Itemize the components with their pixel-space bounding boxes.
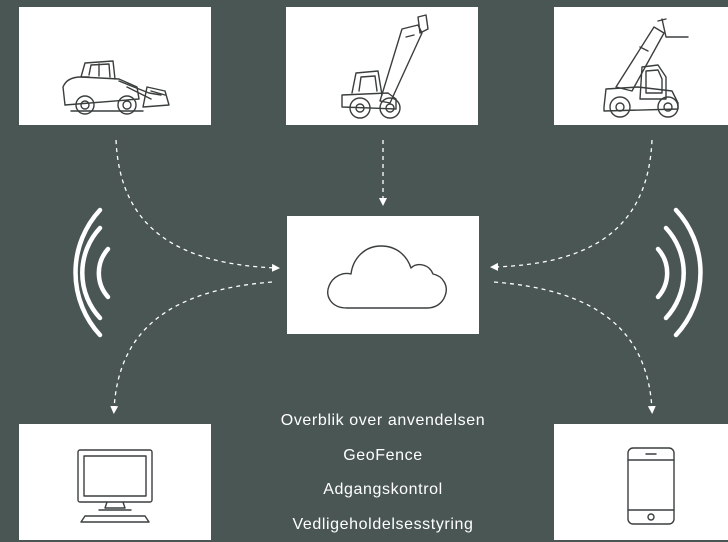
feature-item: Overblik over anvendelsen — [230, 404, 536, 439]
wireless-signal-left — [76, 210, 108, 335]
connector-cloud-to-computer — [114, 282, 272, 410]
connector-telescopic-to-cloud — [494, 140, 652, 267]
connector-loader-to-cloud — [116, 140, 276, 268]
feature-item: Adgangskontrol — [230, 473, 536, 508]
wireless-signal-right — [658, 210, 700, 335]
feature-item: Vedligeholdelsesstyring — [230, 508, 536, 542]
connector-cloud-to-phone — [494, 282, 652, 410]
feature-item: GeoFence — [230, 439, 536, 474]
wireless-signal-icon — [676, 210, 700, 335]
feature-list: Overblik over anvendelsen GeoFence Adgan… — [230, 404, 536, 542]
